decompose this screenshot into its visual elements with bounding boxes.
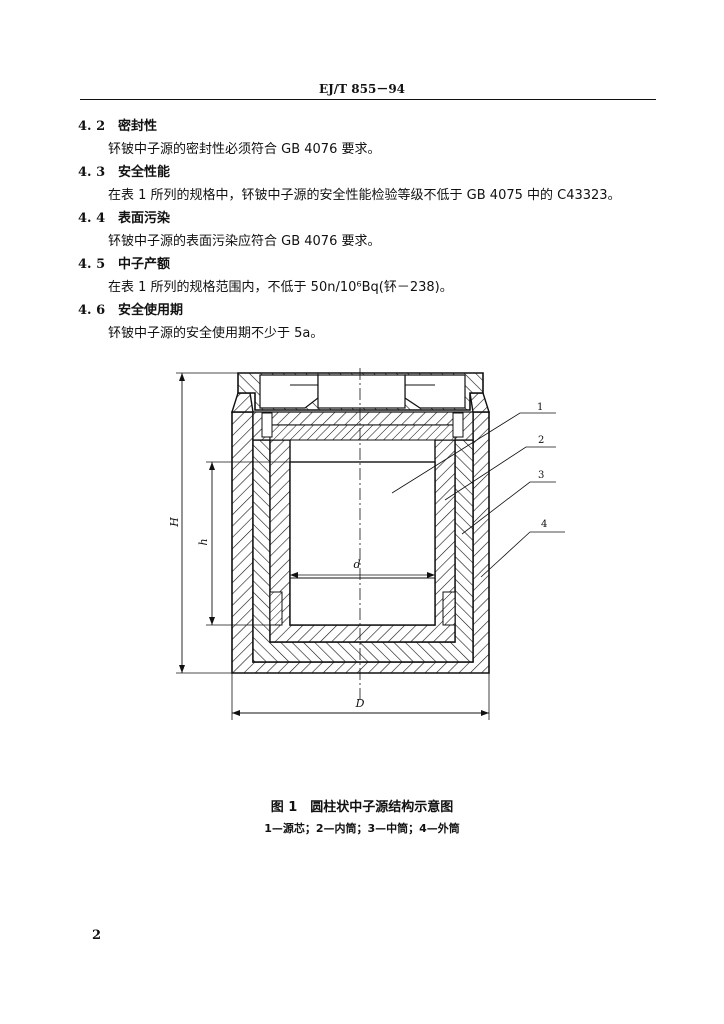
section-body: 在表 1 所列的规格范围内，不低于 50n/10⁶Bq(钚－238)。: [108, 280, 453, 295]
outer-shoulder: [469, 392, 490, 413]
section-title: 密封性: [118, 119, 158, 134]
section-body: 钚铍中子源的安全使用期不少于 5a。: [108, 326, 324, 341]
header-rule: [80, 99, 656, 100]
dim-label-D: D: [355, 697, 365, 710]
section-number: 4. 3: [78, 165, 106, 180]
lid-notch: [261, 412, 273, 438]
page-number: 2: [92, 928, 102, 943]
section-list: 4. 2 密封性 钚铍中子源的密封性必须符合 GB 4076 要求。 4. 3 …: [78, 115, 678, 345]
part-number-3: 3: [538, 470, 544, 481]
lid-notch: [452, 412, 464, 438]
inner-step: [442, 591, 456, 626]
outer-shoulder: [231, 392, 254, 413]
dim-label-H: H: [168, 517, 181, 528]
inner-lid-plate: [269, 424, 456, 441]
section-number: 4. 6: [78, 303, 106, 318]
section-4-3: 4. 3 安全性能 在表 1 所列的规格中，钚铍中子源的安全性能检验等级不低于 …: [78, 161, 678, 207]
section-title: 安全性能: [118, 165, 171, 180]
part-number-2: 2: [538, 435, 544, 446]
cap-recess: [404, 374, 466, 409]
leader-3: [461, 481, 556, 535]
section-4-2: 4. 2 密封性 钚铍中子源的密封性必须符合 GB 4076 要求。: [78, 115, 678, 161]
dim-label-h: h: [197, 538, 210, 545]
section-number: 4. 5: [78, 257, 106, 272]
source-core: [289, 461, 436, 626]
section-body: 钚铍中子源的密封性必须符合 GB 4076 要求。: [108, 142, 381, 157]
leader-4: [480, 531, 565, 578]
cap-slot: [317, 374, 406, 409]
section-4-6: 4. 6 安全使用期 钚铍中子源的安全使用期不少于 5a。: [78, 299, 678, 345]
section-title: 安全使用期: [118, 303, 184, 318]
document-header: EJ/T 855－94: [318, 82, 406, 96]
section-number: 4. 2: [78, 119, 106, 134]
section-4-5: 4. 5 中子产额 在表 1 所列的规格范围内，不低于 50n/10⁶Bq(钚－…: [78, 253, 678, 299]
inner-step: [269, 591, 283, 626]
section-4-4: 4. 4 表面污染 钚铍中子源的表面污染应符合 GB 4076 要求。: [78, 207, 678, 253]
section-title: 中子产额: [118, 257, 171, 272]
section-body: 钚铍中子源的表面污染应符合 GB 4076 要求。: [108, 234, 381, 249]
leader-1: [391, 412, 556, 494]
cap-recess: [259, 374, 319, 409]
part-number-1: 1: [537, 402, 543, 413]
section-body: 在表 1 所列的规格中，钚铍中子源的安全性能检验等级不低于 GB 4075 中的…: [108, 188, 621, 203]
section-title: 表面污染: [118, 211, 171, 226]
part-number-4: 4: [541, 519, 547, 530]
figure-caption: 图 1 圆柱状中子源结构示意图: [270, 800, 454, 815]
leader-2: [444, 446, 556, 501]
figure-legend: 1—源芯；2—内筒；3—中筒；4—外筒: [264, 822, 460, 835]
section-number: 4. 4: [78, 211, 106, 226]
dim-label-d: d: [353, 558, 360, 571]
